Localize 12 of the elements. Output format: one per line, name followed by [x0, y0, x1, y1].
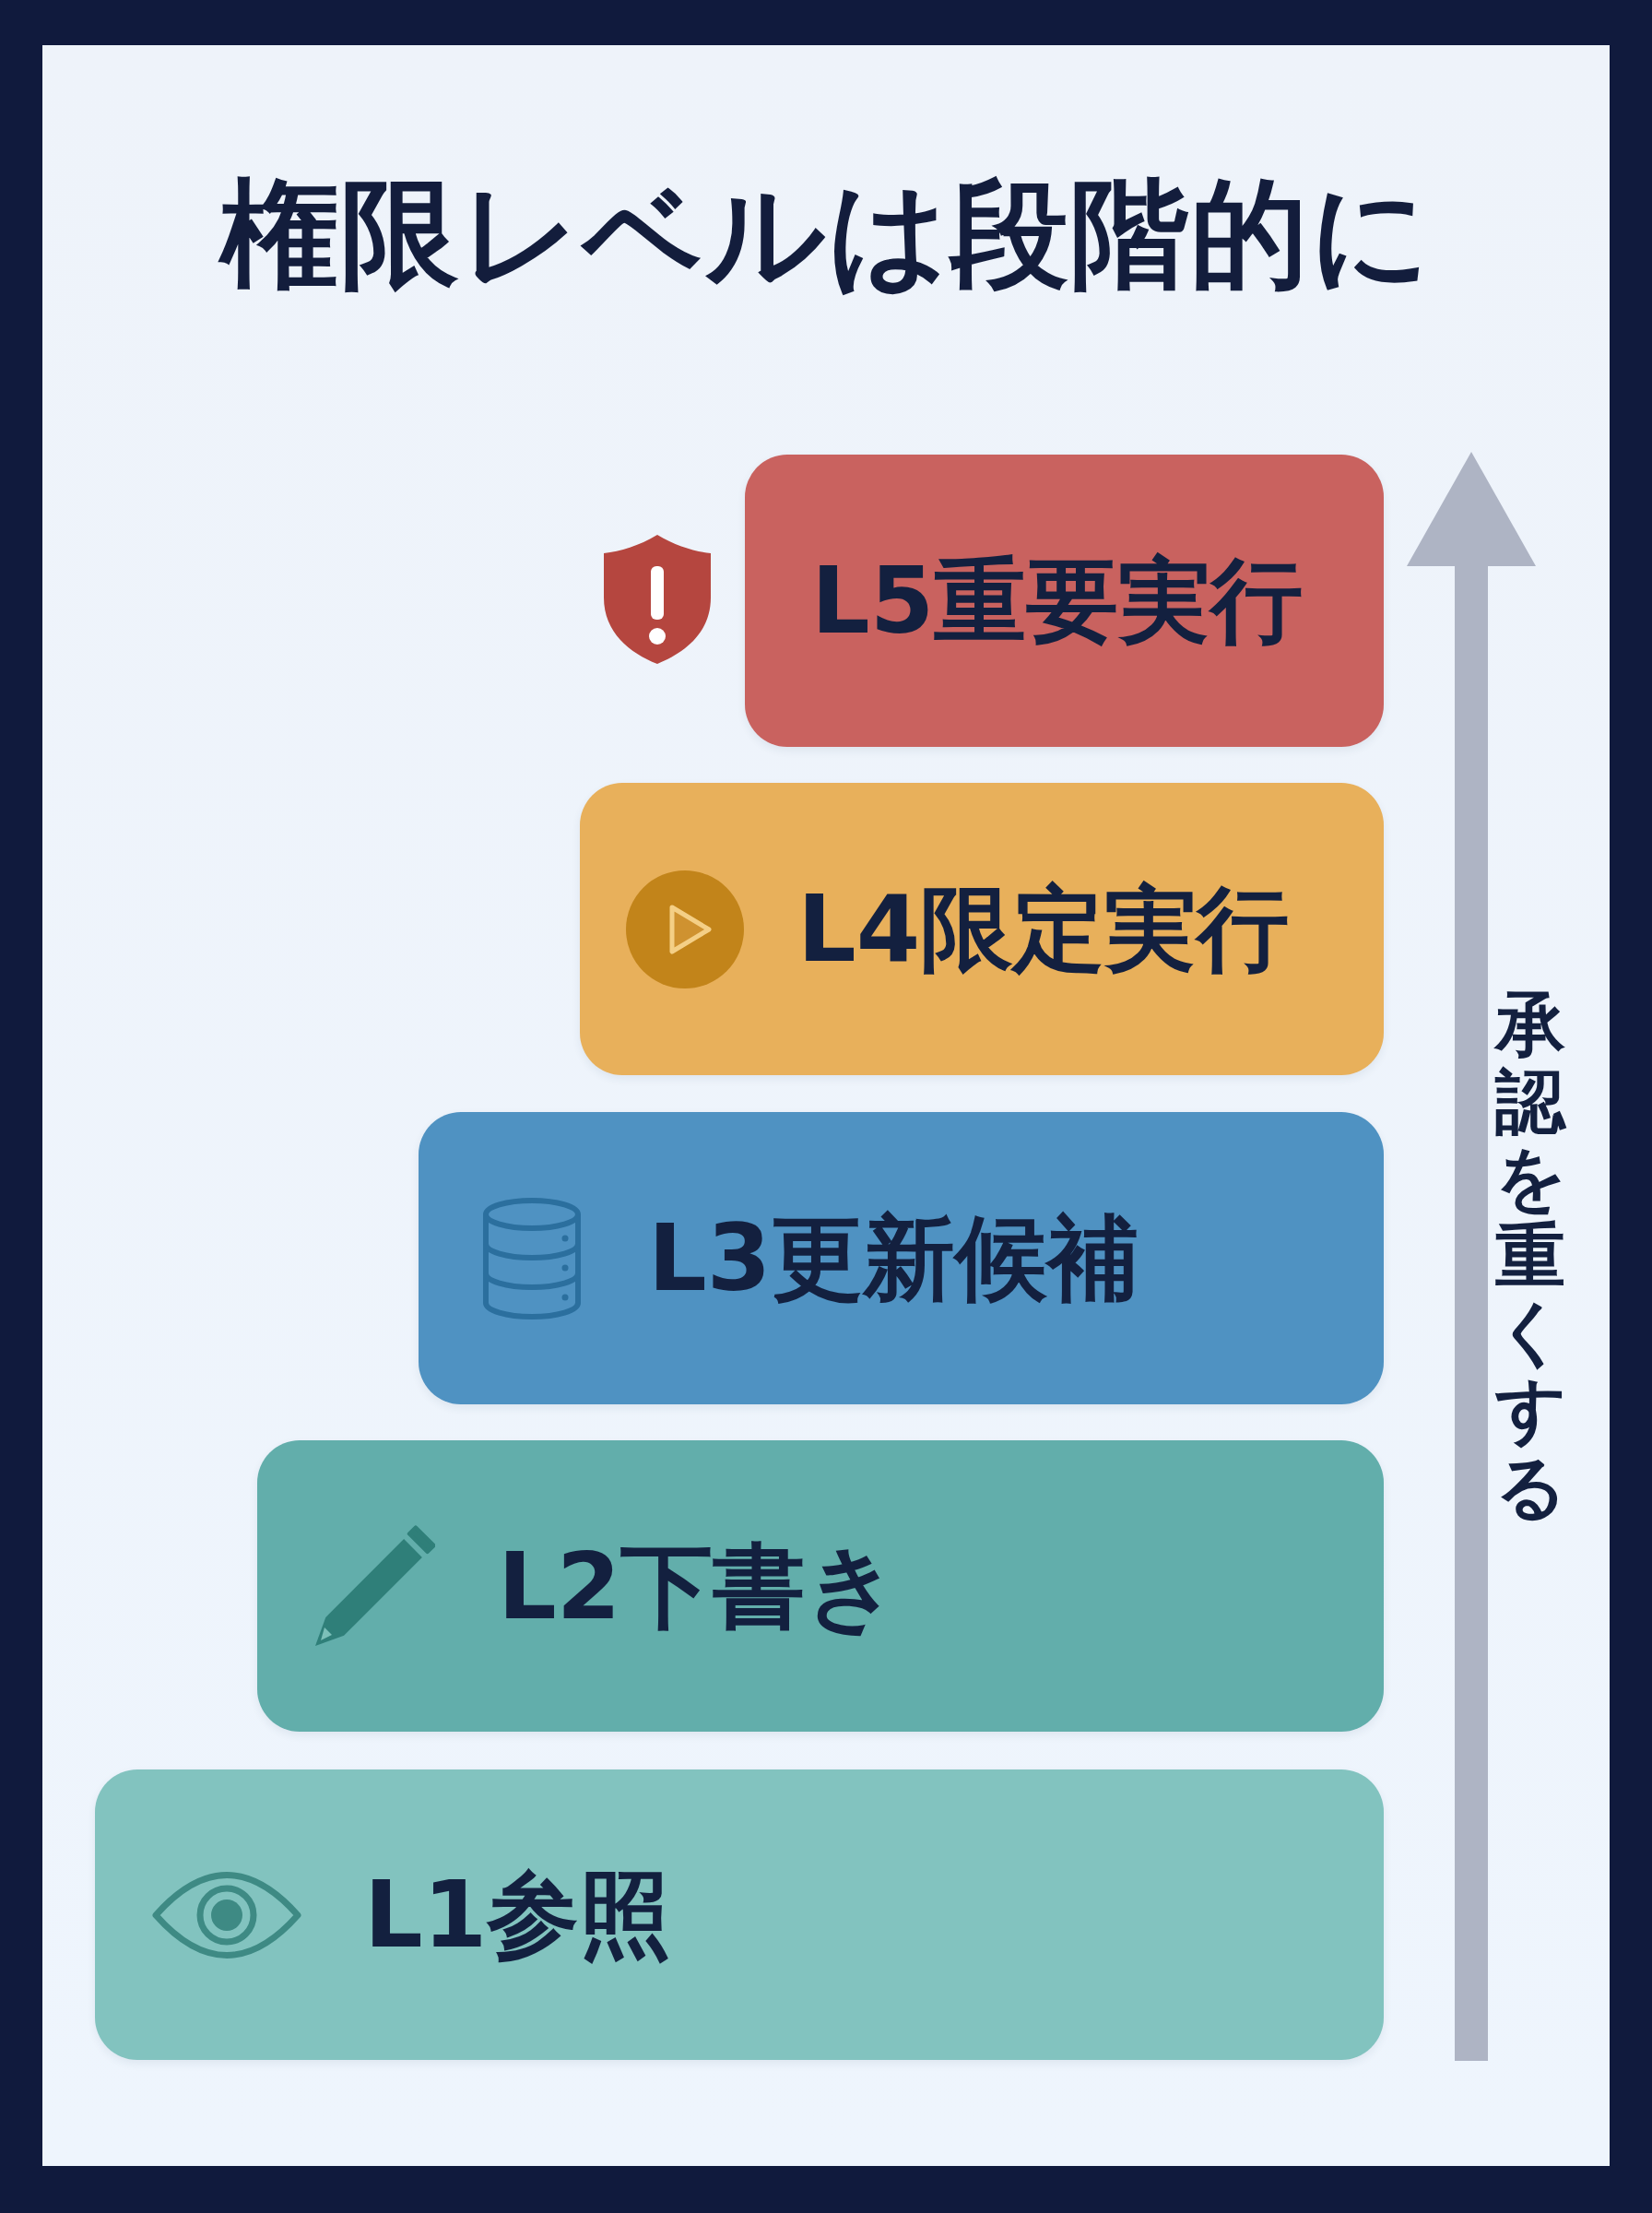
level-label: L3更新候補	[648, 1205, 1140, 1311]
title: 権限レベルは段階的に	[217, 164, 1434, 304]
level-label: L2下書き	[498, 1533, 900, 1639]
level-label: L4限定実行	[797, 876, 1290, 982]
level-label: L5重要実行	[811, 548, 1304, 654]
level-box	[580, 783, 1384, 1075]
level-box	[95, 1769, 1384, 2060]
level-box	[419, 1112, 1384, 1404]
level-label: L1参照	[364, 1862, 672, 1968]
level-box	[257, 1440, 1384, 1732]
level-box	[745, 455, 1384, 747]
arrow-label: 承認を重くする	[1495, 986, 1565, 1526]
